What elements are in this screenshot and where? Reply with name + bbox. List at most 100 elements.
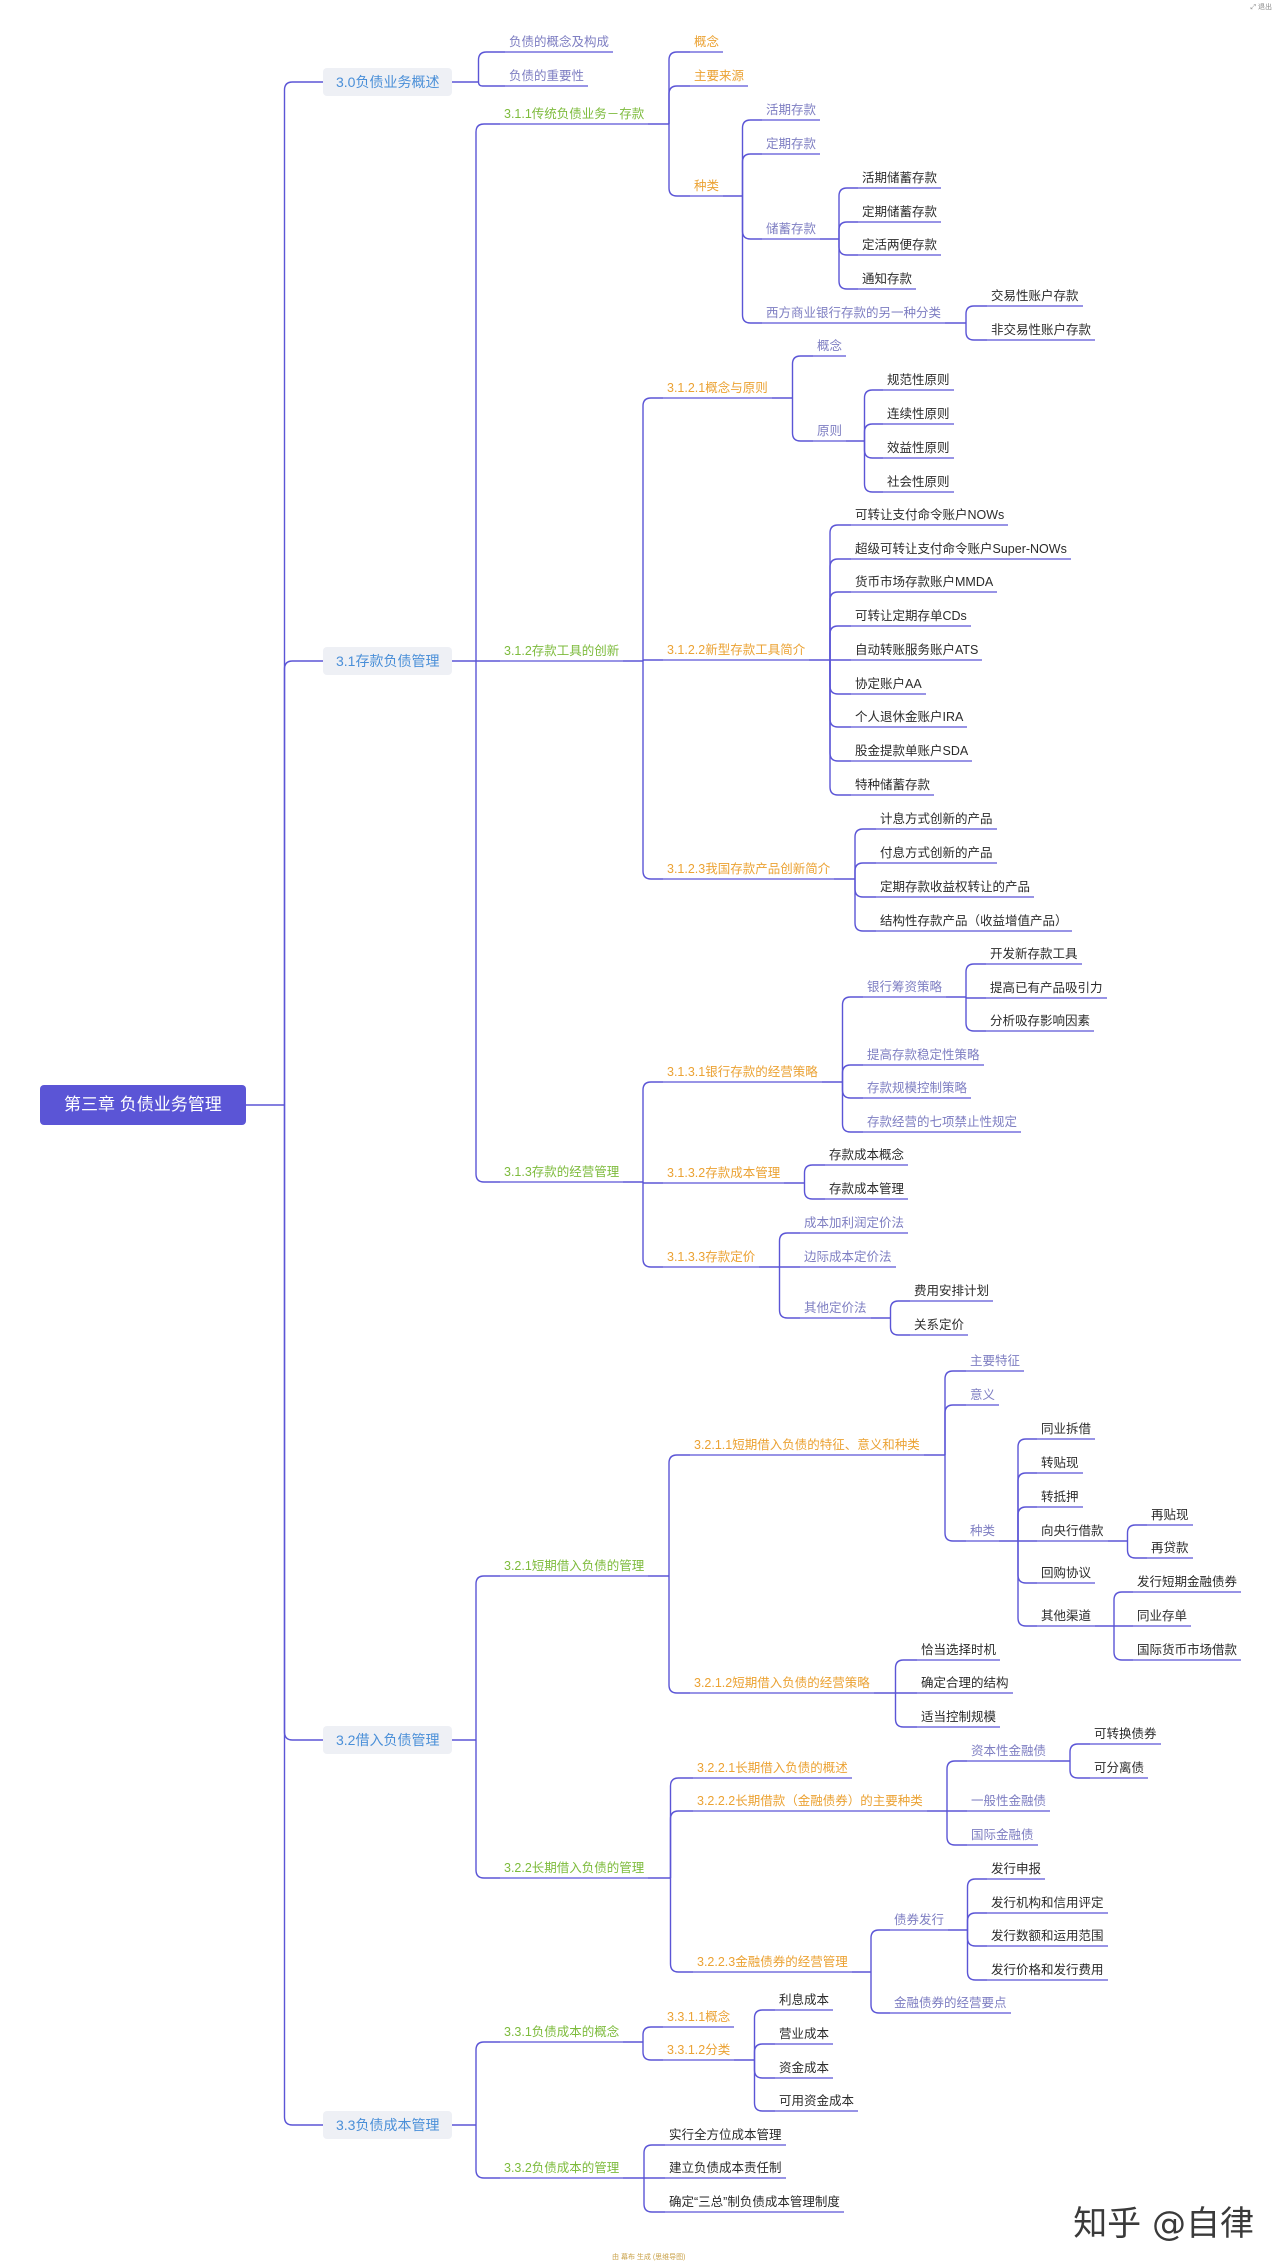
mind-map-node-交易性账户存款[interactable]: 交易性账户存款: [991, 289, 1079, 303]
mind-map-node-国际金融债[interactable]: 国际金融债: [971, 1828, 1034, 1842]
mind-map-node-3-0负债业务概述[interactable]: 3.0负债业务概述: [323, 68, 453, 96]
mind-map-node-主要特征[interactable]: 主要特征: [970, 1354, 1021, 1368]
mind-map-node-3-2借入负债管理[interactable]: 3.2借入负债管理: [323, 1726, 453, 1754]
mind-map-node-营业成本[interactable]: 营业成本: [779, 2027, 830, 2041]
mind-map-node-再贷款[interactable]: 再贷款: [1151, 1541, 1189, 1555]
mind-map-node-利息成本[interactable]: 利息成本: [779, 1993, 830, 2007]
mind-map-node-付息方式创新的产品[interactable]: 付息方式创新的产品: [880, 846, 993, 860]
mind-map-node-同业拆借[interactable]: 同业拆借: [1041, 1422, 1092, 1436]
mind-map-node-结构性存款产品-收益增值产品[interactable]: 结构性存款产品（收益增值产品）: [880, 914, 1068, 928]
mind-map-node-主要来源[interactable]: 主要来源: [694, 69, 745, 83]
mind-map-node-3-1-1传统负债业务-存款[interactable]: 3.1.1传统负债业务－存款: [504, 107, 645, 121]
mind-map-node-通知存款[interactable]: 通知存款: [862, 272, 913, 286]
mind-map-node-3-3-1负债成本的概念[interactable]: 3.3.1负债成本的概念: [504, 2025, 620, 2039]
mind-map-node-个人退休金账户ira[interactable]: 个人退休金账户IRA: [855, 710, 964, 724]
mind-map-node-确定-三总-制负债成本管理制度[interactable]: 确定“三总”制负债成本管理制度: [669, 2195, 840, 2209]
mind-map-node-自动转账服务账户ats[interactable]: 自动转账服务账户ATS: [855, 643, 979, 657]
mind-map-node-活期储蓄存款[interactable]: 活期储蓄存款: [862, 171, 938, 185]
mind-map-node-可转让定期存单cds[interactable]: 可转让定期存单CDs: [855, 609, 967, 623]
mind-map-node-定活两便存款[interactable]: 定活两便存款: [862, 238, 938, 252]
mind-map-node-种类[interactable]: 种类: [970, 1524, 996, 1538]
mind-map-node-确定合理的结构[interactable]: 确定合理的结构: [921, 1676, 1009, 1690]
mind-map-node-回购协议[interactable]: 回购协议: [1041, 1566, 1092, 1580]
mind-map-node-股金提款单账户sda[interactable]: 股金提款单账户SDA: [855, 744, 969, 758]
mind-map-node-社会性原则[interactable]: 社会性原则: [887, 475, 950, 489]
mind-map-node-3-1-2-1概念与原则[interactable]: 3.1.2.1概念与原则: [667, 381, 768, 395]
mind-map-node-可用资金成本[interactable]: 可用资金成本: [779, 2094, 855, 2108]
mind-map-node-发行价格和发行费用[interactable]: 发行价格和发行费用: [991, 1963, 1104, 1977]
mind-map-node-原则[interactable]: 原则: [817, 424, 843, 438]
mind-map-node-3-2-1-2短期借入负债的经营策略[interactable]: 3.2.1.2短期借入负债的经营策略: [694, 1676, 870, 1690]
mind-map-node-可分离债[interactable]: 可分离债: [1094, 1761, 1145, 1775]
mind-map-node-连续性原则[interactable]: 连续性原则: [887, 407, 950, 421]
mind-map-node-效益性原则[interactable]: 效益性原则: [887, 441, 950, 455]
mind-map-node-转贴现[interactable]: 转贴现: [1041, 1456, 1079, 1470]
mind-map-node-活期存款[interactable]: 活期存款: [766, 103, 817, 117]
mind-map-node-可转让支付命令账户nows[interactable]: 可转让支付命令账户NOWs: [855, 508, 1005, 522]
mind-map-node-银行筹资策略[interactable]: 银行筹资策略: [867, 980, 943, 994]
mind-map-node-3-3负债成本管理[interactable]: 3.3负债成本管理: [323, 2111, 453, 2139]
mind-map-node-边际成本定价法[interactable]: 边际成本定价法: [804, 1250, 892, 1264]
mind-map-node-计息方式创新的产品[interactable]: 计息方式创新的产品: [880, 812, 993, 826]
exit-fullscreen-button[interactable]: ⤢ 退出: [1250, 4, 1272, 11]
mind-map-node-西方商业银行存款的另一种分类[interactable]: 西方商业银行存款的另一种分类: [766, 306, 942, 320]
mind-map-node-3-3-2负债成本的管理[interactable]: 3.3.2负债成本的管理: [504, 2161, 620, 2175]
mind-map-node-同业存单[interactable]: 同业存单: [1137, 1609, 1188, 1623]
mind-map-node-建立负债成本责任制[interactable]: 建立负债成本责任制: [669, 2161, 782, 2175]
mind-map-node-3-1-3-1银行存款的经营策略[interactable]: 3.1.3.1银行存款的经营策略: [667, 1065, 818, 1079]
mind-map-node-关系定价[interactable]: 关系定价: [914, 1318, 965, 1332]
mind-map-node-其他定价法[interactable]: 其他定价法: [804, 1301, 867, 1315]
mind-map-node-3-1-2存款工具的创新[interactable]: 3.1.2存款工具的创新: [504, 644, 620, 658]
mind-map-node-超级可转让支付命令账户super-nows[interactable]: 超级可转让支付命令账户Super-NOWs: [855, 542, 1067, 556]
mind-map-node-3-1存款负债管理[interactable]: 3.1存款负债管理: [323, 647, 453, 675]
mind-map-node-负债的概念及构成[interactable]: 负债的概念及构成: [509, 35, 610, 49]
mind-map-node-概念[interactable]: 概念: [694, 35, 720, 49]
mind-map-node-提高存款稳定性策略[interactable]: 提高存款稳定性策略: [867, 1048, 980, 1062]
mind-map-node-实行全方位成本管理[interactable]: 实行全方位成本管理: [669, 2128, 782, 2142]
mind-map-node-资本性金融债[interactable]: 资本性金融债: [971, 1744, 1047, 1758]
mind-map-node-金融债券的经营要点[interactable]: 金融债券的经营要点: [894, 1996, 1007, 2010]
mind-map-node-协定账户aa[interactable]: 协定账户AA: [855, 677, 922, 691]
mind-map-node-发行机构和信用评定[interactable]: 发行机构和信用评定: [991, 1896, 1104, 1910]
mind-map-node-向央行借款[interactable]: 向央行借款: [1041, 1524, 1104, 1538]
mind-map-node-定期储蓄存款[interactable]: 定期储蓄存款: [862, 205, 938, 219]
mind-map-node-意义[interactable]: 意义: [970, 1388, 996, 1402]
mind-map-node-发行数额和运用范围[interactable]: 发行数额和运用范围: [991, 1929, 1104, 1943]
mind-map-node-恰当选择时机[interactable]: 恰当选择时机: [921, 1643, 997, 1657]
mind-map-node-3-3-1-1概念[interactable]: 3.3.1.1概念: [667, 2010, 731, 2024]
mind-map-node-可转换债券[interactable]: 可转换债券: [1094, 1727, 1157, 1741]
mind-map-node-储蓄存款[interactable]: 储蓄存款: [766, 222, 817, 236]
mind-map-node-第三章-负债业务管理[interactable]: 第三章 负债业务管理: [40, 1085, 246, 1125]
mind-map-node-3-2-2-1长期借入负债的概述[interactable]: 3.2.2.1长期借入负债的概述: [697, 1761, 848, 1775]
mind-map-node-3-2-1短期借入负债的管理[interactable]: 3.2.1短期借入负债的管理: [504, 1559, 645, 1573]
mind-map-node-存款成本概念[interactable]: 存款成本概念: [829, 1148, 905, 1162]
mind-map-node-概念[interactable]: 概念: [817, 339, 843, 353]
mind-map-node-发行短期金融债券[interactable]: 发行短期金融债券: [1137, 1575, 1238, 1589]
mind-map-node-其他渠道[interactable]: 其他渠道: [1041, 1609, 1092, 1623]
mind-map-node-存款经营的七项禁止性规定[interactable]: 存款经营的七项禁止性规定: [867, 1115, 1018, 1129]
mind-map-node-适当控制规模[interactable]: 适当控制规模: [921, 1710, 997, 1724]
mind-map-node-3-1-3-3存款定价[interactable]: 3.1.3.3存款定价: [667, 1250, 756, 1264]
mind-map-node-3-2-2-2长期借款-金融债券-的主要种类[interactable]: 3.2.2.2长期借款（金融债券）的主要种类: [697, 1794, 923, 1808]
mind-map-node-3-2-2-3金融债券的经营管理[interactable]: 3.2.2.3金融债券的经营管理: [697, 1955, 848, 1969]
mind-map-node-定期存款[interactable]: 定期存款: [766, 137, 817, 151]
mind-map-node-3-3-1-2分类[interactable]: 3.3.1.2分类: [667, 2043, 731, 2057]
mind-map-node-非交易性账户存款[interactable]: 非交易性账户存款: [991, 323, 1092, 337]
mind-map-node-国际货币市场借款[interactable]: 国际货币市场借款: [1137, 1643, 1238, 1657]
mind-map-node-提高已有产品吸引力[interactable]: 提高已有产品吸引力: [990, 981, 1103, 995]
mind-map-node-3-1-3-2存款成本管理[interactable]: 3.1.3.2存款成本管理: [667, 1166, 781, 1180]
mind-map-node-开发新存款工具[interactable]: 开发新存款工具: [990, 947, 1078, 961]
mind-map-node-种类[interactable]: 种类: [694, 179, 720, 193]
mind-map-node-费用安排计划[interactable]: 费用安排计划: [914, 1284, 990, 1298]
mind-map-node-3-1-3存款的经营管理[interactable]: 3.1.3存款的经营管理: [504, 1165, 620, 1179]
mind-map-node-货币市场存款账户mmda[interactable]: 货币市场存款账户MMDA: [855, 575, 994, 589]
mind-map-node-再贴现[interactable]: 再贴现: [1151, 1508, 1189, 1522]
mind-map-node-规范性原则[interactable]: 规范性原则: [887, 373, 950, 387]
mind-map-node-3-2-1-1短期借入负债的特征-意义和种类[interactable]: 3.2.1.1短期借入负债的特征、意义和种类: [694, 1438, 920, 1452]
mind-map-node-存款成本管理[interactable]: 存款成本管理: [829, 1182, 905, 1196]
mind-map-node-3-2-2长期借入负债的管理[interactable]: 3.2.2长期借入负债的管理: [504, 1861, 645, 1875]
mind-map-node-3-1-2-3我国存款产品创新简介[interactable]: 3.1.2.3我国存款产品创新简介: [667, 862, 831, 876]
mind-map-node-转抵押[interactable]: 转抵押: [1041, 1490, 1079, 1504]
mind-map-node-资金成本[interactable]: 资金成本: [779, 2061, 830, 2075]
mind-map-node-发行申报[interactable]: 发行申报: [991, 1862, 1042, 1876]
